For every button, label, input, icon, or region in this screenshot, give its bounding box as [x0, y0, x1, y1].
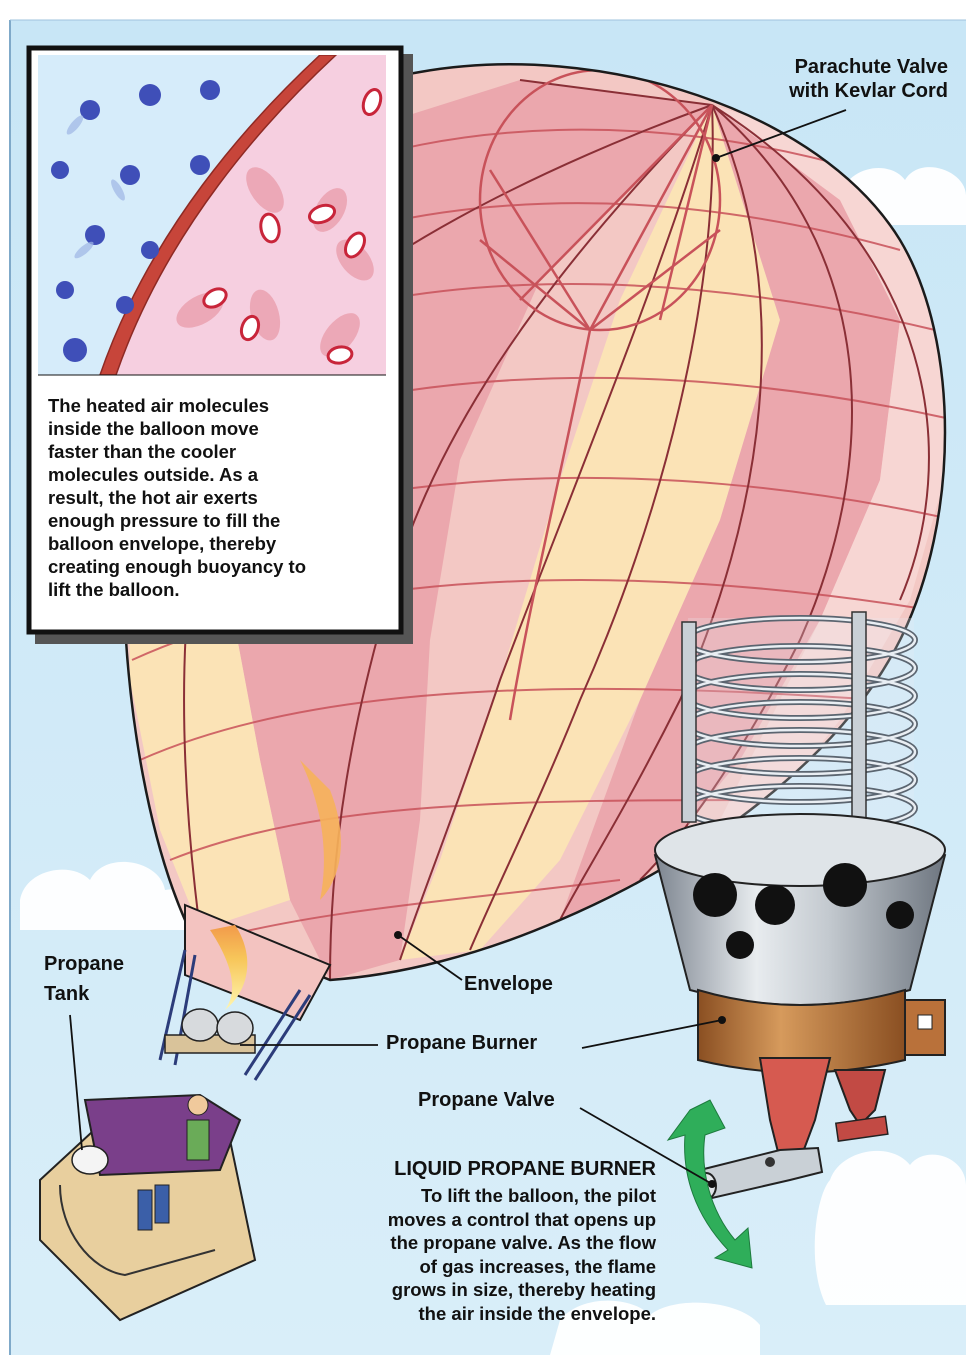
label-tank: Tank [44, 982, 89, 1006]
burner-title: LIQUID PROPANE BURNER [300, 1158, 656, 1181]
burner-coils [682, 612, 915, 838]
burner-description: To lift the balloon, the pilot moves a c… [300, 1184, 656, 1325]
label-propane-valve: Propane Valve [418, 1088, 555, 1112]
inset-caption: The heated air molecules inside the ball… [48, 394, 388, 601]
label-parachute-valve: Parachute Valve [700, 55, 948, 79]
label-kevlar-cord: with Kevlar Cord [700, 79, 948, 103]
label-envelope: Envelope [464, 972, 553, 996]
burner-can [655, 814, 945, 1005]
label-propane: Propane [44, 952, 124, 976]
label-propane-burner: Propane Burner [386, 1031, 537, 1055]
